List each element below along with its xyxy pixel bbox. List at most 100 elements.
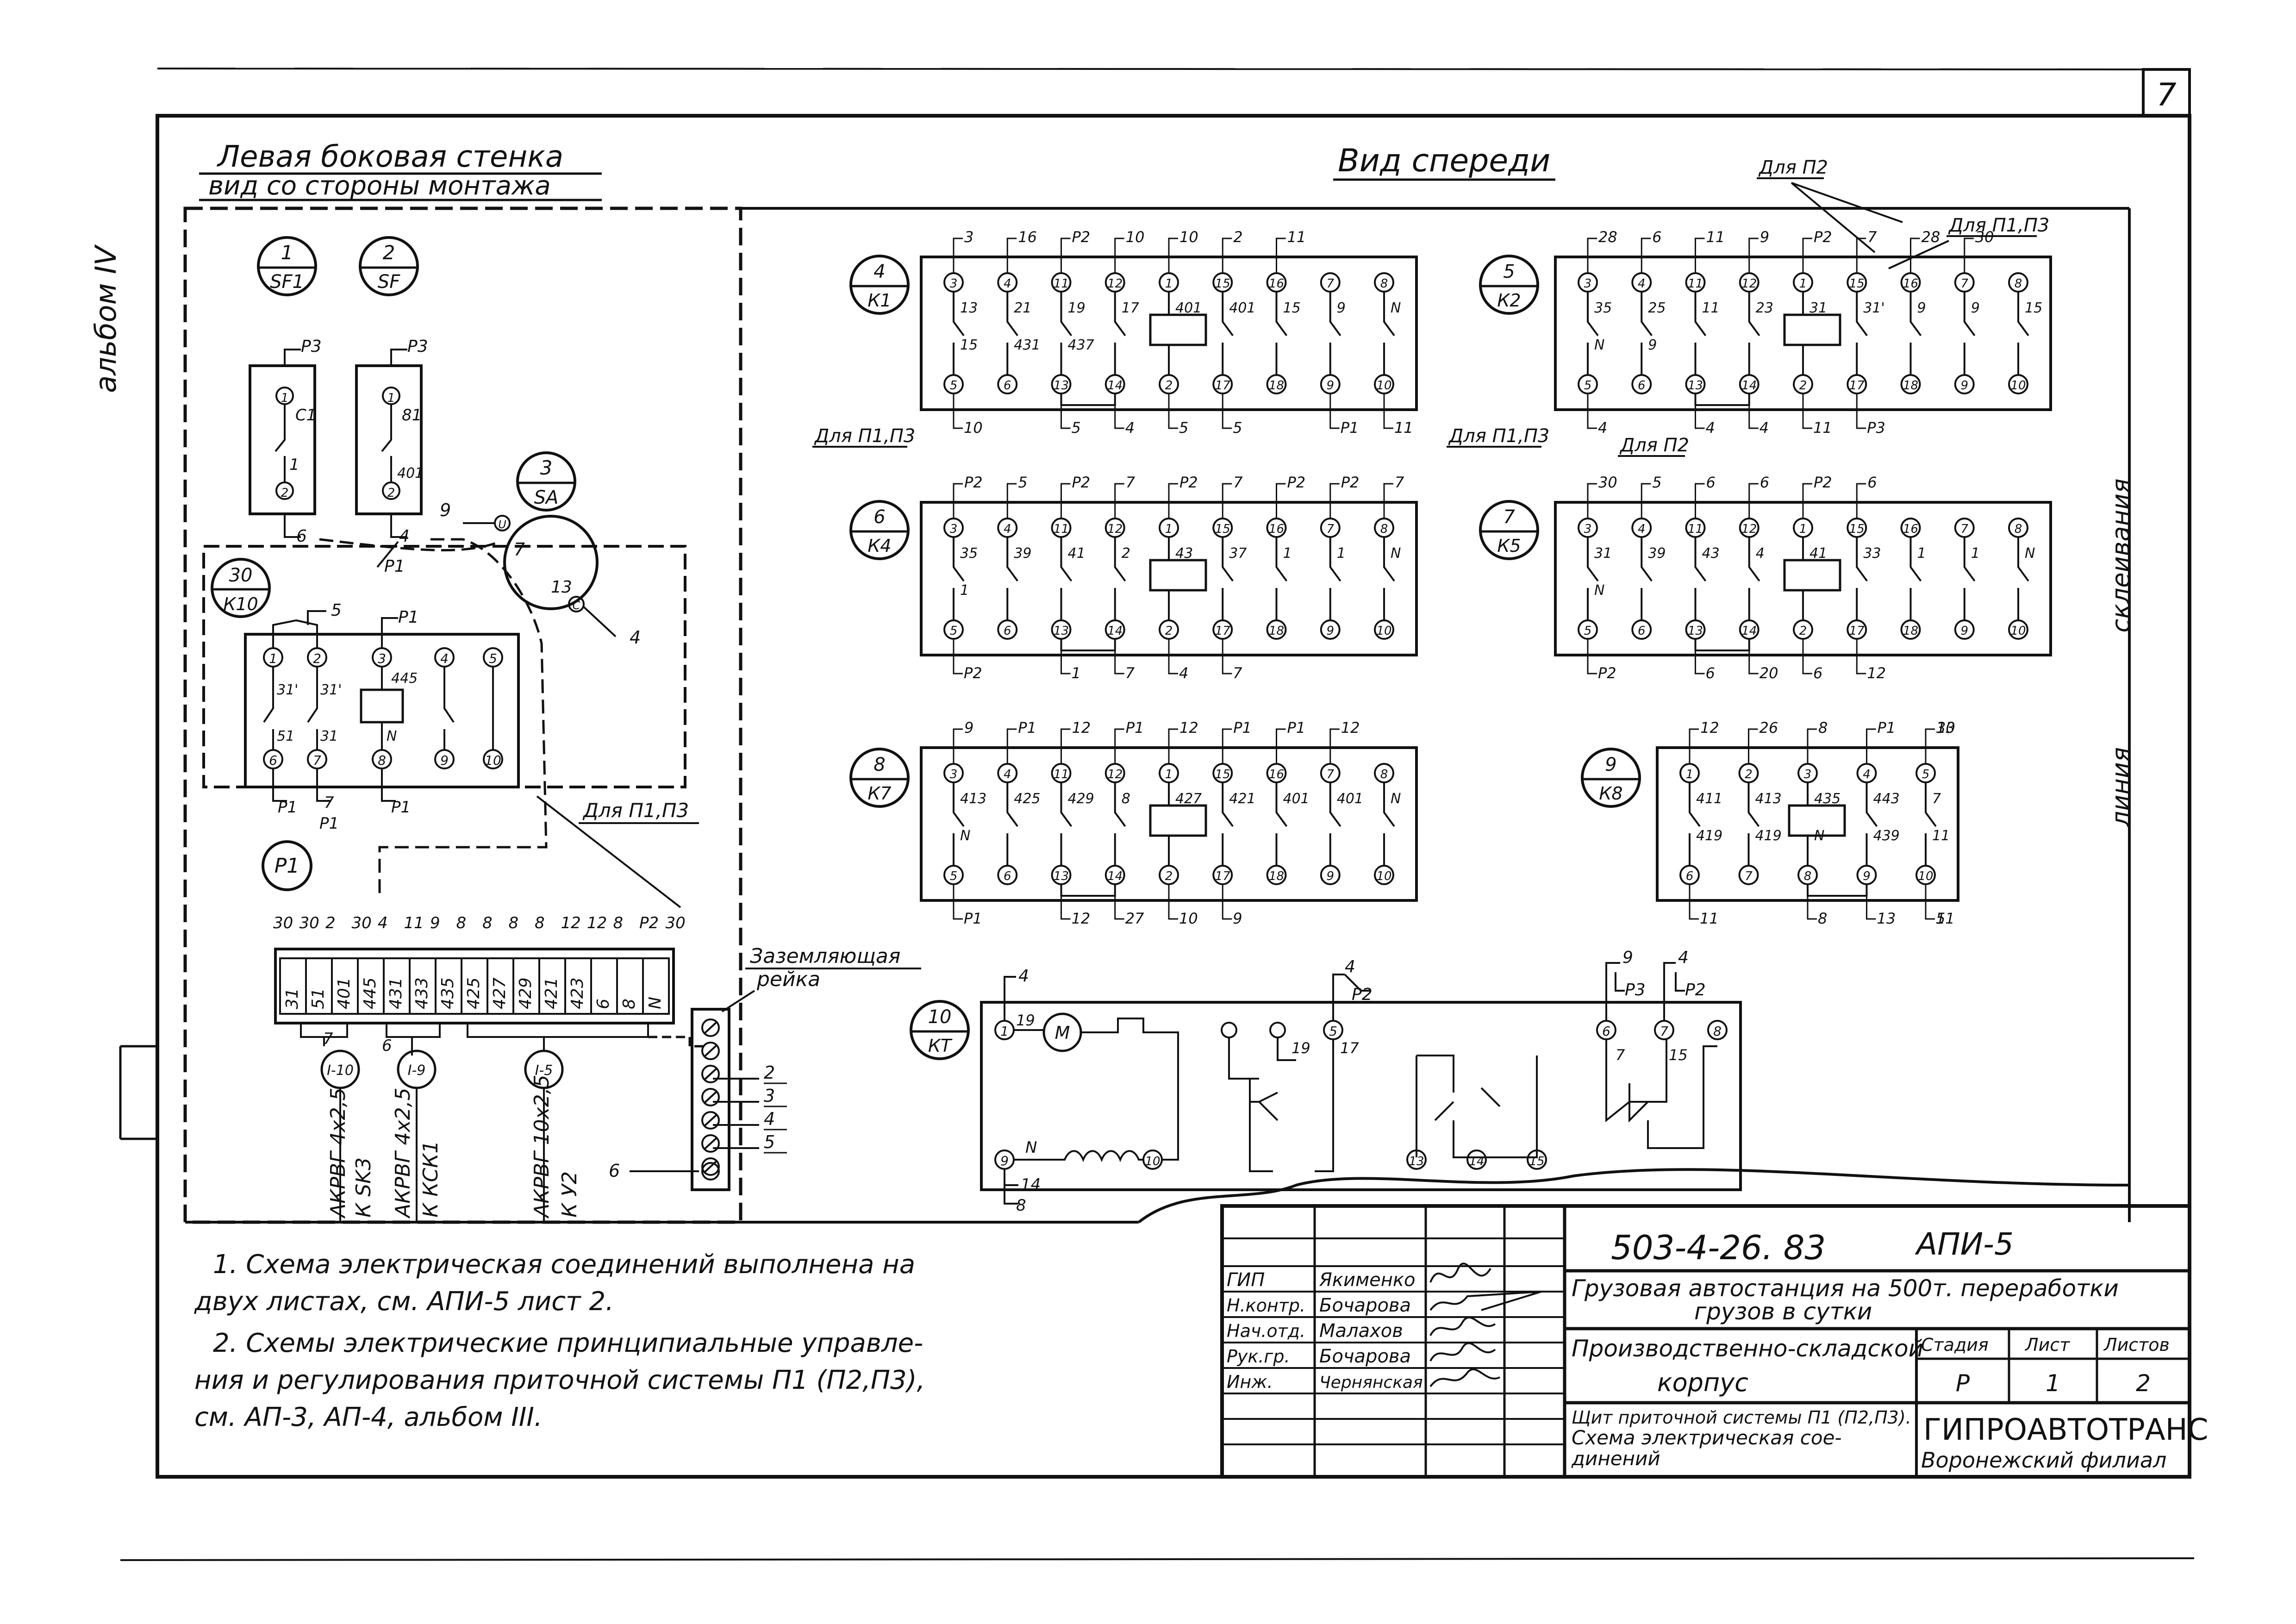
- svg-text:С: С: [573, 599, 580, 612]
- wire-label: 10: [1936, 719, 1955, 737]
- wire-label: 30: [1598, 474, 1617, 491]
- terminal-cell: [642, 957, 670, 1015]
- wire-label: 12: [1867, 664, 1886, 682]
- svg-text:Инж.: Инж.: [1227, 1372, 1273, 1392]
- wire-label: 11: [1813, 419, 1832, 437]
- svg-text:4: 4: [1004, 522, 1011, 536]
- svg-text:17: 17: [1215, 624, 1231, 638]
- svg-text:Н.контр.: Н.контр.: [1227, 1295, 1305, 1316]
- svg-text:10: 10: [1145, 1155, 1160, 1168]
- wire-label: N: [2025, 545, 2035, 562]
- svg-text:2: 2: [1165, 624, 1173, 638]
- svg-text:3: 3: [1584, 522, 1592, 536]
- svg-text:К8: К8: [1599, 783, 1622, 804]
- wire-label: 33: [1863, 545, 1881, 562]
- wire-label: 31: [1594, 545, 1612, 562]
- svg-text:P1: P1: [278, 798, 297, 817]
- wire-label: 419: [1755, 828, 1782, 844]
- svg-text:4: 4: [1638, 277, 1646, 291]
- svg-text:8: 8: [1016, 1196, 1026, 1215]
- svg-text:2: 2: [1165, 869, 1173, 883]
- svg-text:Рук.гр.: Рук.гр.: [1227, 1346, 1290, 1367]
- wire-label: P1: [1287, 719, 1306, 737]
- svg-text:3: 3: [540, 456, 553, 479]
- svg-text:18: 18: [1903, 624, 1918, 638]
- wire-label: 16: [1018, 228, 1037, 246]
- badge-sf1: 1 SF1: [257, 236, 317, 296]
- svg-text:1: 1: [1165, 522, 1173, 536]
- svg-text:P2: P2: [1685, 981, 1706, 999]
- terminal-top-number: 8: [482, 914, 493, 932]
- svg-text:Р: Р: [1956, 1370, 1970, 1397]
- screw-icon: [701, 1162, 720, 1181]
- svg-text:7: 7: [1960, 522, 1968, 536]
- svg-text:АКРВГ 10x2,5: АКРВГ 10x2,5: [530, 1074, 554, 1219]
- svg-text:Бочарова: Бочарова: [1319, 1346, 1411, 1367]
- svg-text:4: 4: [630, 627, 641, 648]
- wire-label: 419: [1696, 828, 1722, 844]
- wire-label: 35: [960, 545, 978, 562]
- svg-text:2: 2: [1799, 379, 1807, 393]
- wire-label: 439: [1873, 828, 1900, 844]
- wire-label: P1: [1126, 719, 1144, 737]
- svg-text:10: 10: [1918, 869, 1933, 883]
- svg-text:10: 10: [1376, 869, 1391, 883]
- wire-label: 11: [1394, 419, 1413, 437]
- note-for-p1p3-k2: Для П1,П3: [1948, 215, 2049, 236]
- wire-label: 427: [1175, 791, 1202, 807]
- wire-label: 6: [1652, 228, 1661, 246]
- svg-text:8: 8: [378, 753, 386, 768]
- wire-label: 401: [1229, 300, 1255, 316]
- wire-label: 6: [1706, 474, 1716, 491]
- svg-text:P2: P2: [1352, 985, 1373, 1004]
- svg-text:16: 16: [1269, 277, 1284, 291]
- wire-label: 8: [1818, 719, 1828, 737]
- svg-text:12: 12: [1107, 522, 1123, 536]
- wire-label: 15: [960, 337, 978, 353]
- svg-text:P1: P1: [391, 798, 411, 817]
- wire-label: 12: [1341, 719, 1360, 737]
- coil: [1149, 559, 1207, 592]
- svg-text:1: 1: [1165, 768, 1173, 781]
- svg-text:6: 6: [296, 527, 307, 546]
- switch-sa: U С 9 7 13 4: [440, 500, 641, 648]
- wire-label: 4: [1756, 545, 1765, 562]
- svg-text:2: 2: [2136, 1370, 2151, 1397]
- wire-label: 6: [1706, 664, 1715, 682]
- screw-icon: [701, 1157, 720, 1176]
- svg-text:4: 4: [764, 1109, 775, 1129]
- svg-text:14: 14: [1107, 379, 1123, 393]
- wire-label: 8: [1818, 910, 1827, 927]
- svg-text:9: 9: [1326, 869, 1334, 883]
- svg-text:P1: P1: [319, 814, 339, 833]
- svg-text:10: 10: [2010, 624, 2026, 638]
- wire-label: 13: [960, 300, 978, 316]
- svg-text:5: 5: [950, 624, 958, 638]
- svg-text:16: 16: [1903, 522, 1918, 536]
- svg-text:К7: К7: [867, 783, 891, 804]
- wire-label: 11: [1394, 419, 1413, 437]
- wire-dashed: [319, 538, 500, 551]
- wire-label: 413: [960, 791, 986, 807]
- terminal-cell-label: 433: [412, 977, 431, 1009]
- wire-label: 4: [1179, 664, 1188, 682]
- side-note: альбом IV: [89, 244, 123, 393]
- svg-text:5: 5: [950, 379, 958, 393]
- wire-label: 11: [1936, 910, 1955, 927]
- svg-text:31': 31': [320, 682, 342, 698]
- svg-text:6: 6: [1638, 624, 1646, 638]
- svg-text:2: 2: [387, 486, 395, 500]
- svg-text:8: 8: [1713, 1024, 1722, 1039]
- wire-label: 9: [1648, 337, 1657, 353]
- svg-text:6: 6: [382, 1037, 392, 1055]
- sheet-number-box: [2142, 68, 2191, 117]
- svg-text:3: 3: [950, 768, 958, 781]
- svg-text:грузов в сутки: грузов в сутки: [1694, 1298, 1872, 1325]
- wire-label: 37: [1229, 545, 1247, 562]
- svg-text:7: 7: [1326, 277, 1334, 291]
- svg-text:4: 4: [1678, 948, 1689, 967]
- terminal-cell-label: 31: [283, 988, 302, 1009]
- svg-text:11: 11: [1054, 277, 1069, 291]
- svg-text:Схема электрическая сое-: Схема электрическая сое-: [1572, 1426, 1842, 1449]
